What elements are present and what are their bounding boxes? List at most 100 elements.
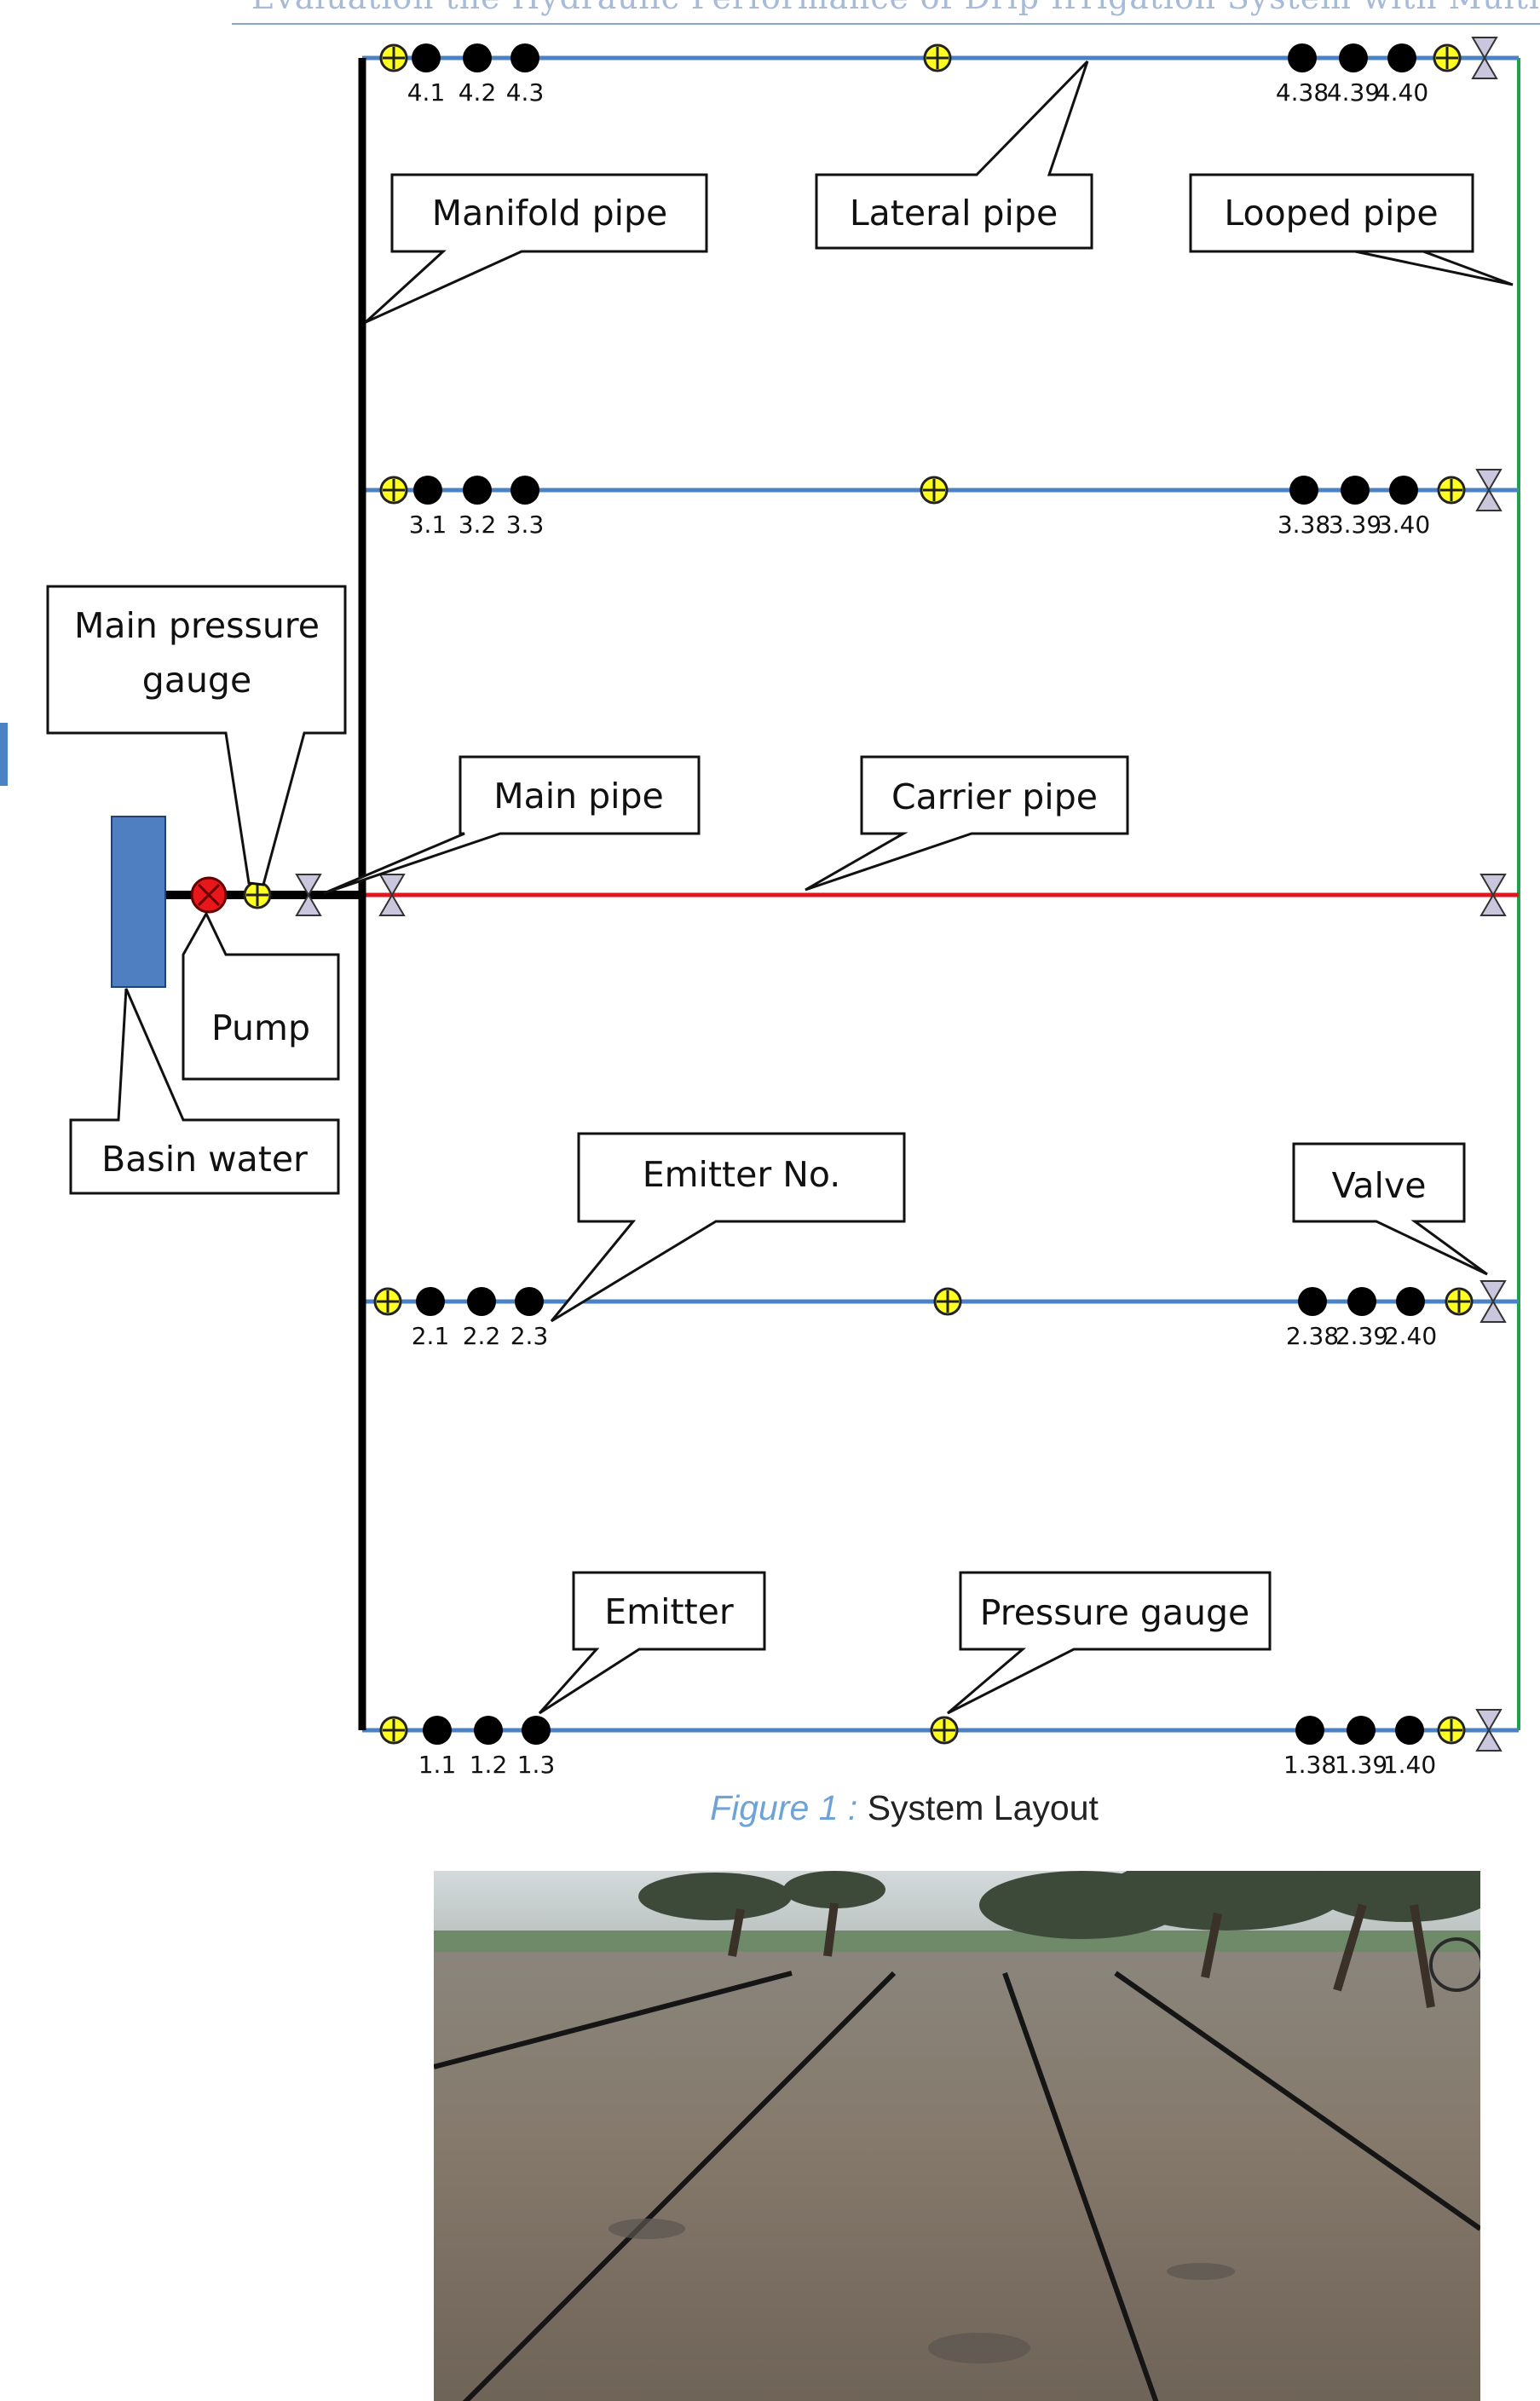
emitter-dot xyxy=(1341,476,1370,505)
callout-basin-water-text: Basin water xyxy=(101,1139,308,1180)
emitter-number-label: 2.38 xyxy=(1286,1322,1339,1350)
callout-pump-text: Pump xyxy=(211,1007,310,1048)
pressure-gauge-icon xyxy=(930,1716,959,1745)
left-accent-bar xyxy=(0,723,8,786)
emitter-number-label: 4.3 xyxy=(506,78,545,107)
emitter-dot xyxy=(416,1287,445,1316)
pressure-gauge-icon xyxy=(379,1716,408,1745)
pressure-gauge-icon xyxy=(923,43,952,72)
emitter-dot xyxy=(1347,1716,1376,1745)
callout-pressure-gauge: Pressure gauge xyxy=(947,1571,1272,1715)
emitter-number-label: 2.40 xyxy=(1384,1322,1437,1350)
lateral-2-end-valve-icon xyxy=(1479,1280,1507,1323)
callout-emitter-text: Emitter xyxy=(604,1591,734,1632)
emitter-dot xyxy=(1339,43,1368,72)
figure-caption: Figure 1 : System Layout xyxy=(0,1788,1540,1828)
lateral-pressure-gauges xyxy=(373,43,1474,1745)
callout-basin-water: Basin water xyxy=(69,988,340,1195)
callout-main-pressure-gauge-line2: gauge xyxy=(142,660,251,701)
callout-main-pressure-gauge: Main pressure gauge xyxy=(46,585,347,886)
callout-carrier-pipe: Carrier pipe xyxy=(805,755,1129,892)
callout-valve: Valve xyxy=(1292,1142,1488,1276)
emitter-number-label: 4.39 xyxy=(1327,78,1380,107)
emitter-number-label: 3.39 xyxy=(1329,511,1381,539)
emitter-number-label: 3.3 xyxy=(506,511,545,539)
emitter-number-label: 1.3 xyxy=(517,1751,556,1779)
emitter-dot xyxy=(1395,1716,1424,1745)
carrier-end-valve-icon xyxy=(1479,874,1507,916)
emitter-dot xyxy=(1288,43,1317,72)
emitter-number-label: 2.1 xyxy=(412,1322,450,1350)
lateral-4-end-valve-icon xyxy=(1471,37,1498,79)
pressure-gauge-icon xyxy=(379,476,408,505)
emitter-number-label: 3.1 xyxy=(409,511,447,539)
basin-water xyxy=(111,816,166,988)
pressure-gauge-icon xyxy=(373,1287,402,1316)
system-layout-diagram: Evaluation the Hydraulic Performance of … xyxy=(0,0,1540,1779)
emitter-dot xyxy=(1396,1287,1425,1316)
emitter-number-label: 1.38 xyxy=(1283,1751,1336,1779)
pressure-gauge-icon xyxy=(920,476,949,505)
emitter-dot xyxy=(1387,43,1416,72)
callout-emitter-no-text: Emitter No. xyxy=(643,1154,841,1195)
main-pressure-gauge-icon xyxy=(243,880,272,909)
callout-pressure-gauge-text: Pressure gauge xyxy=(980,1592,1250,1633)
callout-carrier-pipe-text: Carrier pipe xyxy=(891,776,1098,817)
figure-caption-text: System Layout xyxy=(867,1788,1099,1827)
emitter-dot xyxy=(515,1287,544,1316)
callout-looped-pipe-text: Looped pipe xyxy=(1224,193,1438,234)
emitter-dot xyxy=(1347,1287,1376,1316)
carrier-inlet-valve-icon xyxy=(378,874,406,916)
pressure-gauge-icon xyxy=(1437,476,1466,505)
emitter-number-label: 3.40 xyxy=(1377,511,1430,539)
lateral-emitters: 4.1 4.2 4.3 4.384.394.40 3.1 3.2 3.3 3.383.393.… xyxy=(407,43,1437,1779)
emitter-dot xyxy=(1298,1287,1327,1316)
emitter-number-label: 4.40 xyxy=(1376,78,1428,107)
emitter-number-label: 3.2 xyxy=(459,511,497,539)
field-photo xyxy=(434,1871,1480,2401)
pressure-gauge-icon xyxy=(1445,1287,1474,1316)
running-header: Evaluation the Hydraulic Performance of … xyxy=(251,0,1540,16)
emitter-number-label: 3.38 xyxy=(1278,511,1330,539)
pressure-gauge-icon xyxy=(379,43,408,72)
emitter-number-label: 1.40 xyxy=(1383,1751,1436,1779)
callout-lateral-pipe-text: Lateral pipe xyxy=(850,193,1058,234)
emitter-number-label: 1.1 xyxy=(418,1751,457,1779)
callout-emitter-no: Emitter No. xyxy=(550,1132,906,1323)
emitter-dot xyxy=(1295,1716,1324,1745)
emitter-dot xyxy=(463,476,492,505)
callout-valve-text: Valve xyxy=(1332,1165,1427,1206)
callout-looped-pipe: Looped pipe xyxy=(1189,173,1514,286)
emitter-dot xyxy=(510,476,539,505)
callout-pump: Pump xyxy=(182,910,340,1081)
lateral-1-end-valve-icon xyxy=(1475,1709,1503,1752)
emitter-dot xyxy=(467,1287,496,1316)
callout-emitter: Emitter xyxy=(538,1571,766,1715)
emitter-dot xyxy=(412,43,441,72)
emitter-number-label: 4.2 xyxy=(459,78,497,107)
emitter-dot xyxy=(1289,476,1318,505)
callout-manifold-pipe: Manifold pipe xyxy=(364,173,708,324)
lateral-3-end-valve-icon xyxy=(1475,469,1503,511)
emitter-number-label: 2.3 xyxy=(510,1322,549,1350)
emitter-number-label: 4.1 xyxy=(407,78,446,107)
emitter-dot xyxy=(522,1716,551,1745)
main-valve-icon xyxy=(295,874,322,916)
emitter-number-label: 1.39 xyxy=(1335,1751,1387,1779)
emitter-number-label: 2.2 xyxy=(463,1322,501,1350)
emitter-dot xyxy=(1389,476,1418,505)
callout-main-pipe: Main pipe xyxy=(323,755,701,895)
figure-caption-label: Figure 1 : xyxy=(710,1788,858,1827)
emitter-dot xyxy=(463,43,492,72)
emitter-number-label: 4.38 xyxy=(1276,78,1329,107)
emitter-number-label: 1.2 xyxy=(470,1751,508,1779)
callout-lateral-pipe: Lateral pipe xyxy=(815,60,1093,250)
callout-main-pipe-text: Main pipe xyxy=(493,776,664,817)
emitter-number-label: 2.39 xyxy=(1335,1322,1388,1350)
emitter-dot xyxy=(413,476,442,505)
pressure-gauge-icon xyxy=(933,1287,962,1316)
callout-main-pressure-gauge-line1: Main pressure xyxy=(74,605,320,646)
callout-manifold-pipe-text: Manifold pipe xyxy=(432,193,668,234)
pressure-gauge-icon xyxy=(1433,43,1462,72)
